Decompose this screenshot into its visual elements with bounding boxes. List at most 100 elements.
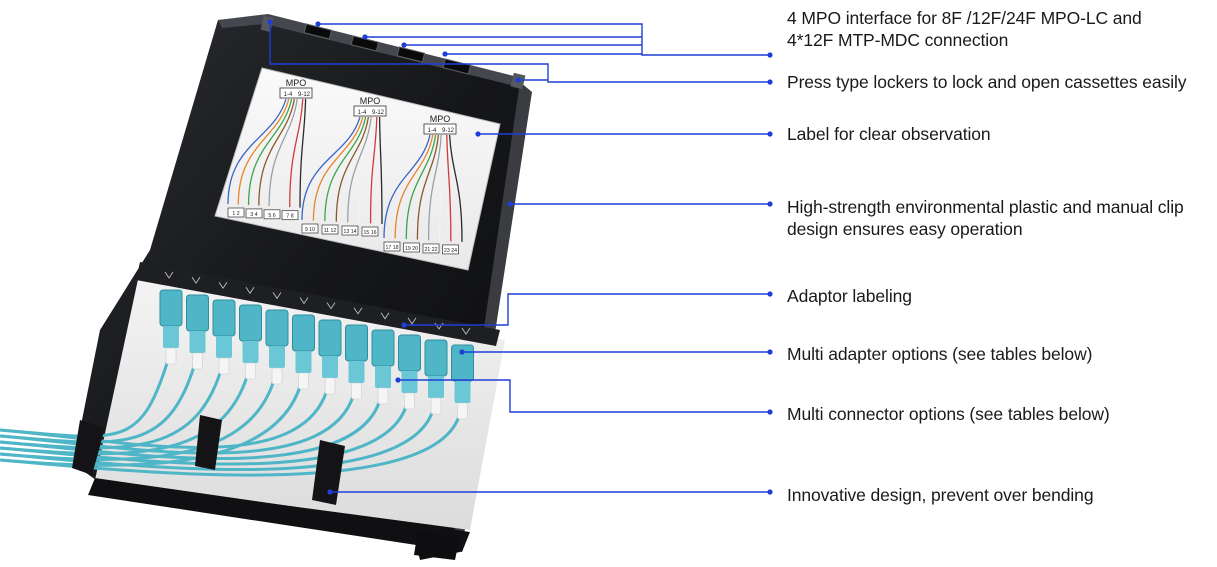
lc-connector-ferrule [245, 362, 256, 380]
lc-connector-boot [348, 361, 365, 383]
lc-connector-boot [428, 376, 444, 398]
label-fiber-line [405, 134, 437, 240]
fiber-cable [0, 399, 382, 460]
label-fiber-line [427, 134, 442, 241]
lc-adapter [186, 294, 209, 332]
label-mpo-box [279, 87, 313, 99]
callout-high-strength-plastic-line-1: High-strength environmental plastic and … [787, 197, 1184, 217]
label-mpo-sub-right: 9-12 [372, 110, 385, 116]
label-port-box [442, 244, 459, 255]
leader-dot [362, 34, 368, 40]
lc-adapter [239, 304, 262, 342]
callout-multi-connector: Multi connector options (see tables belo… [787, 403, 1110, 425]
leader-end-dot [767, 201, 773, 207]
leader-end-dot [767, 79, 773, 85]
label-port-box [403, 242, 420, 253]
label-mpo-box [353, 105, 387, 117]
label-mpo-title: MPO [430, 114, 451, 124]
fiber-bundle [0, 359, 461, 477]
lc-connector-ferrule [165, 347, 177, 365]
lc-connector-ferrule [430, 397, 442, 415]
label-port-box [361, 226, 379, 237]
adapter-label-mark [461, 327, 471, 335]
lc-connector-boot [269, 346, 285, 368]
label-mpo-sub-left: 1-4 [428, 128, 437, 134]
label-fiber-line [289, 98, 304, 208]
callout-leaders [267, 19, 773, 495]
lc-connector-ferrule [298, 372, 309, 390]
label-fiber-line [358, 116, 375, 223]
lc-connector-boot [375, 366, 391, 388]
lc-connector-boot [454, 381, 471, 403]
label-fiber-line [446, 134, 452, 242]
label-fiber-line [247, 98, 293, 206]
label-fiber-line [416, 134, 440, 240]
label-fiber-line [278, 98, 301, 207]
lc-adapter [345, 324, 368, 362]
mpo-port-group [303, 23, 472, 75]
label-port-number: 21 22 [425, 247, 438, 253]
label-port-number: 19 20 [405, 246, 418, 252]
bend-guide-left [72, 420, 105, 475]
leader-dot [459, 349, 465, 355]
adapter-label-mark [164, 271, 174, 279]
lc-connector-ferrule [351, 382, 362, 400]
label-fiber-line [299, 98, 307, 208]
callout-innovative-design: Innovative design, prevent over bending [787, 484, 1094, 506]
label-fiber-line [258, 98, 296, 206]
label-mpo-sub-left: 1-4 [358, 110, 367, 116]
leader-dot [475, 131, 481, 137]
label-port-number: 3 4 [250, 212, 257, 218]
adapter-label-mark [191, 276, 201, 284]
label-port-number: 7 8 [286, 214, 293, 220]
label-port-number: 17 18 [386, 245, 399, 251]
callout-label-observation: Label for clear observation [787, 123, 991, 145]
callout-mpo-interface: 4 MPO interface for 8F /12F/24F MPO-LC a… [787, 7, 1142, 51]
adapter-label-mark [218, 281, 228, 290]
callout-adaptor-labeling: Adaptor labeling [787, 285, 912, 307]
label-mpo-sub-right: 9-12 [298, 92, 311, 98]
lc-connector-boot [322, 356, 338, 378]
adapter-label-mark [299, 297, 309, 305]
label-port-box [301, 223, 319, 234]
label-port-box [263, 209, 281, 220]
leader-end-dot [767, 131, 773, 137]
lc-connector-boot [189, 331, 206, 353]
leader-dot [507, 201, 513, 207]
adapter-label-mark [353, 307, 363, 315]
adapter-label-mark [272, 292, 282, 300]
lc-adapter [212, 299, 236, 337]
adapter-label-mark [326, 302, 336, 310]
label-fiber-line [227, 98, 287, 205]
bottom-lip [88, 478, 470, 552]
lc-connector-ferrule [377, 387, 389, 405]
lc-connector-ferrule [218, 357, 230, 375]
lc-adapter [371, 329, 395, 367]
mpo-port [396, 46, 426, 63]
lc-connector-group [159, 289, 474, 420]
callout-multi-adapter-line-1: Multi adapter options (see tables below) [787, 344, 1093, 364]
lc-connector-ferrule [192, 352, 203, 370]
callout-mpo-interface-line-1: 4 MPO interface for 8F /12F/24F MPO-LC a… [787, 8, 1142, 28]
label-mpo-title: MPO [360, 96, 381, 106]
label-mpo-sub-left: 1-4 [284, 92, 293, 98]
label-fiber-line [324, 116, 367, 222]
lc-connector-boot [242, 341, 259, 363]
leader-dot [327, 489, 333, 495]
label-port-number: 23 24 [444, 248, 457, 254]
lc-adapter [159, 289, 183, 327]
label-mpo-sub-right: 9-12 [442, 128, 455, 134]
label-fiber-line [394, 134, 434, 239]
callout-label-observation-line-1: Label for clear observation [787, 124, 991, 144]
label-port-number: 13 14 [344, 229, 357, 235]
callout-adaptor-labeling-line-1: Adaptor labeling [787, 286, 912, 306]
fiber-cable [0, 409, 435, 472]
leader-dot [442, 51, 448, 57]
bottom-foot [414, 530, 460, 560]
label-mpo-title: MPO [286, 78, 307, 88]
label-fiber-line [312, 116, 364, 221]
label-port-number: 1 2 [232, 211, 239, 217]
label-port-box [321, 224, 339, 235]
